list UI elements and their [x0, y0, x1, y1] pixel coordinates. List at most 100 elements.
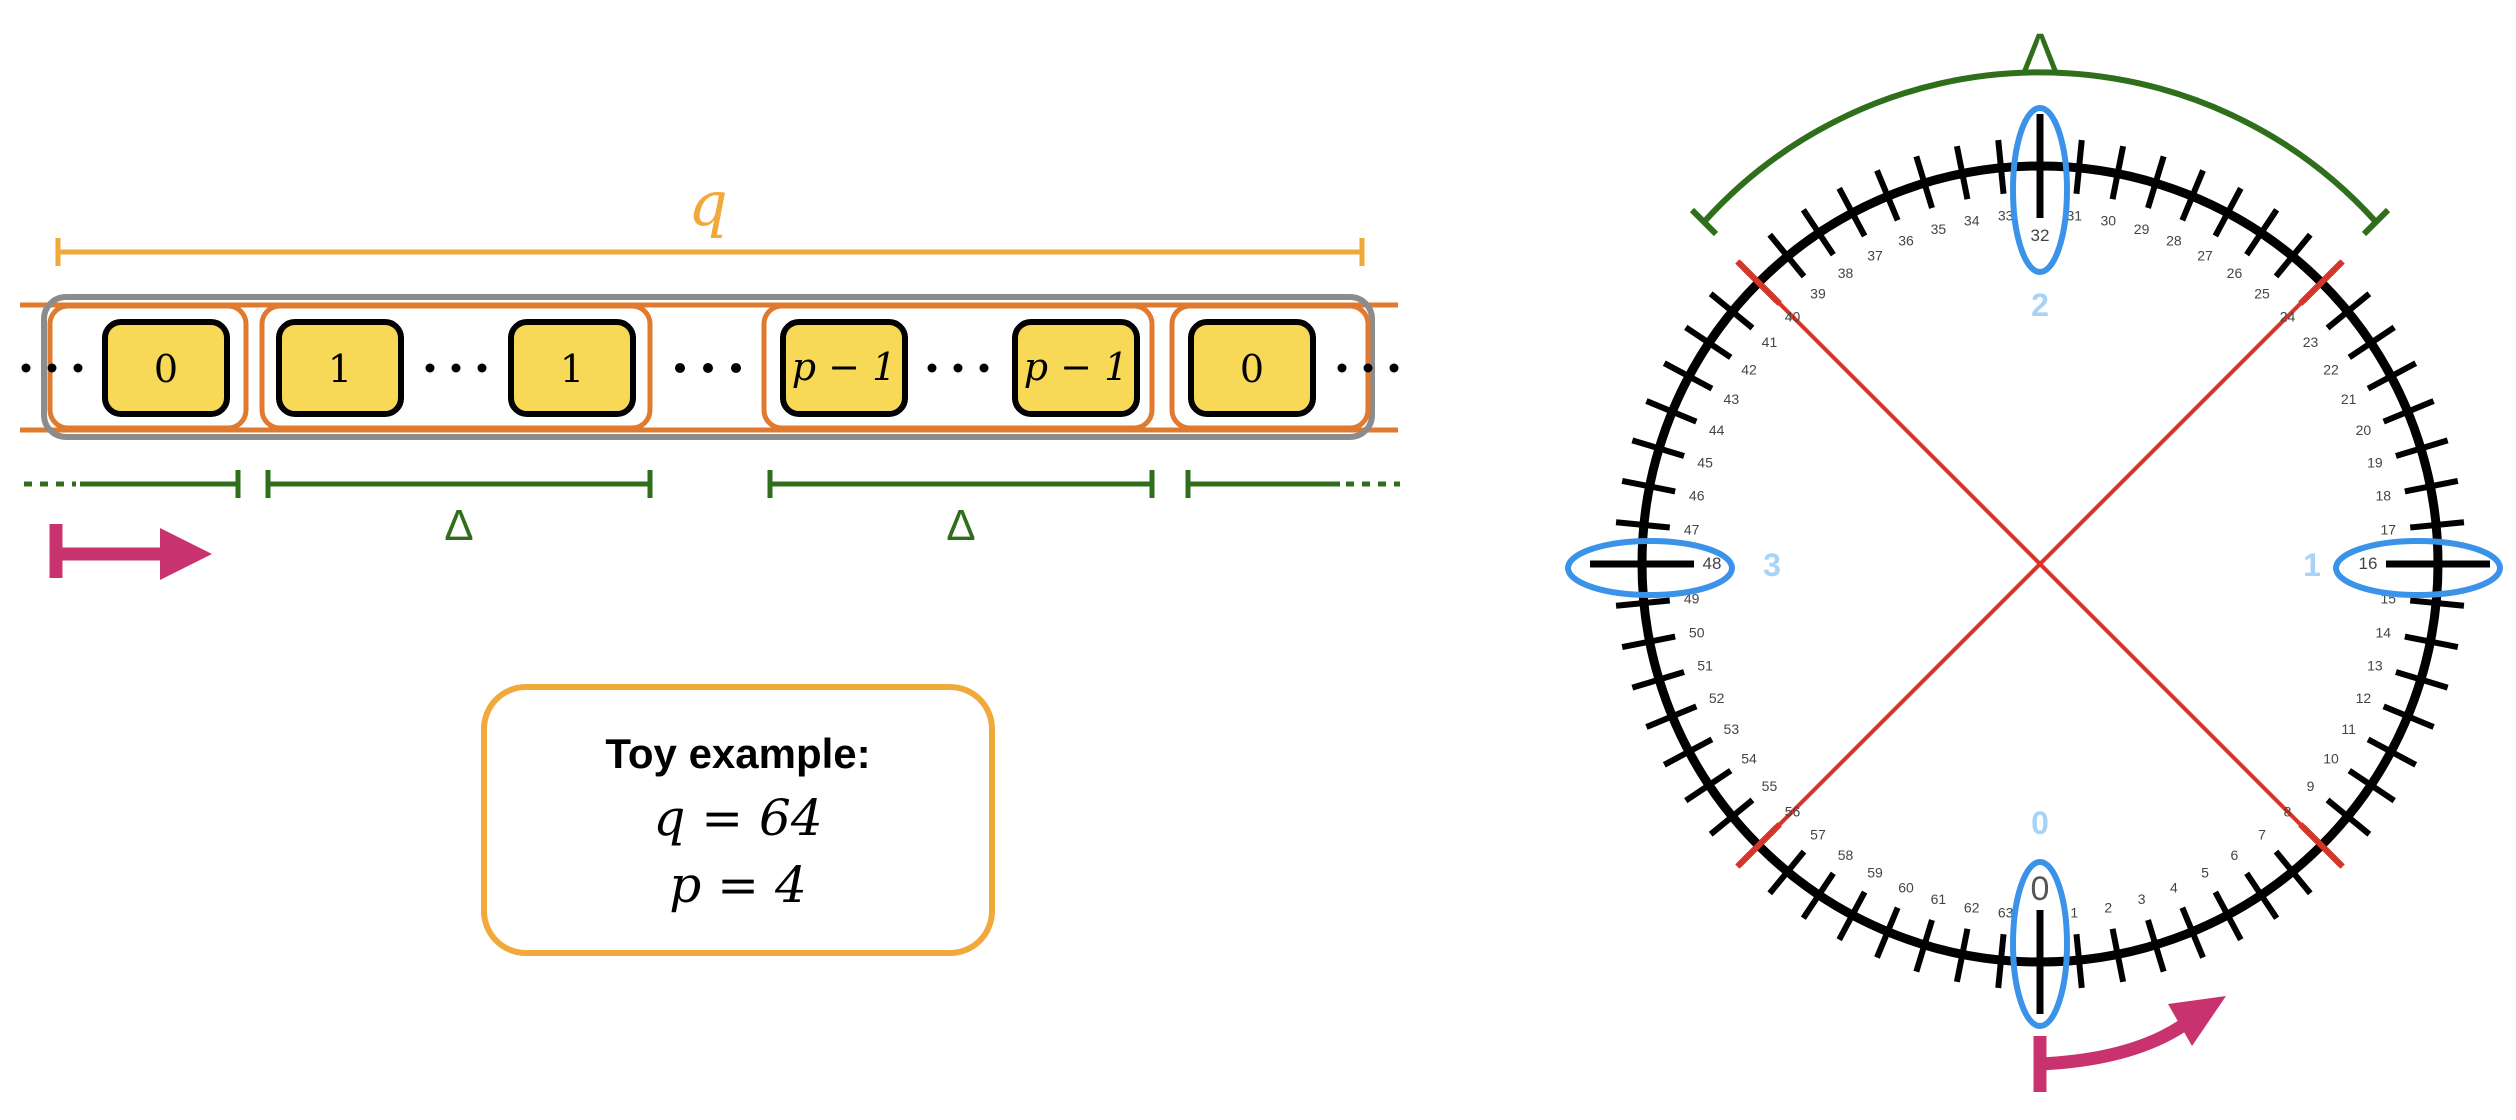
- toy-example-q: q = 64: [653, 789, 822, 847]
- dial-tick: [1953, 928, 1971, 983]
- dial-number: 34: [1964, 213, 1980, 229]
- dial-tick: [2409, 519, 2465, 531]
- dial-tick: [1621, 477, 1676, 495]
- dial-number: 47: [1684, 522, 1700, 538]
- dial-number: 25: [2254, 285, 2270, 301]
- dial-number: 61: [1931, 891, 1947, 907]
- dial-tick: [2109, 145, 2127, 200]
- dial-number: 13: [2367, 658, 2383, 674]
- dial-tick: [1645, 398, 1698, 425]
- dial-number: 58: [1838, 847, 1854, 863]
- dial-number: 21: [2341, 391, 2357, 407]
- dial-tick: [1953, 145, 1971, 200]
- dial-number: 50: [1689, 624, 1705, 640]
- dial-tick: [1615, 597, 1671, 609]
- dial-number: 40: [1785, 309, 1801, 325]
- sector-label: 3: [1763, 547, 1781, 583]
- dial-tick: [1836, 186, 1868, 238]
- dial-number: 36: [1898, 233, 1914, 249]
- highlight-ellipses: [1565, 105, 2503, 1029]
- dial-tick: [2395, 669, 2449, 691]
- dial-tick: [1708, 291, 1755, 331]
- cell: 0: [1188, 319, 1316, 417]
- dial-tick: [2212, 890, 2244, 942]
- dial-number: 12: [2356, 690, 2372, 706]
- dial-tick: [1621, 633, 1676, 651]
- dial-number: 3: [2138, 891, 2146, 907]
- dial-number: 20: [2356, 422, 2372, 438]
- cell: 0: [102, 319, 230, 417]
- dial-tick: [2325, 797, 2372, 837]
- delta-arc-cap-left: [1689, 207, 1719, 237]
- dial-number: 48: [1703, 554, 1722, 573]
- dial-number: 24: [2280, 309, 2296, 325]
- dial-tick: [2382, 398, 2435, 425]
- dial-tick: [1662, 360, 1714, 392]
- dial-number: 18: [2375, 488, 2391, 504]
- dial-number: 41: [1762, 334, 1778, 350]
- dial-number: 1: [2070, 904, 2078, 920]
- dial-number: 6: [2231, 847, 2239, 863]
- dial-number: 52: [1709, 690, 1725, 706]
- dial-number: 63: [1998, 904, 2014, 920]
- cell-label: 0: [1240, 347, 1264, 391]
- dial-number: 30: [2100, 213, 2116, 229]
- dial-tick: [1995, 139, 2007, 195]
- linear-encoding: q 0 1 1 p − 1 p: [20, 167, 1400, 956]
- dial-number: 44: [1709, 422, 1725, 438]
- dial-number: 29: [2134, 221, 2150, 237]
- dial-number: 17: [2381, 522, 2397, 538]
- dial-tick: [1631, 437, 1685, 459]
- dial-tick: [1631, 669, 1685, 691]
- dial-tick: [2073, 933, 2085, 989]
- sector-label: 0: [2031, 805, 2049, 841]
- q-label: q: [688, 167, 728, 240]
- delta-label: Δ: [946, 501, 975, 550]
- delta-intervals: [24, 470, 1400, 498]
- dial-tick: [2244, 208, 2280, 257]
- dial-number: 28: [2166, 233, 2182, 249]
- dial-big-zero: 0: [2031, 870, 2050, 908]
- dial-tick: [2395, 437, 2449, 459]
- delta-arc-cap-right: [2361, 207, 2391, 237]
- ellipsis-dots: [21, 363, 1399, 373]
- dial-tick: [2073, 139, 2085, 195]
- dial-tick: [2325, 291, 2372, 331]
- boundary-tick: [2298, 822, 2345, 869]
- dial-number: 59: [1867, 865, 1883, 881]
- dial-number: 4: [2170, 879, 2178, 895]
- dial-tick: [1874, 906, 1901, 959]
- cell-label: 1: [328, 347, 352, 391]
- dial-number: 31: [2067, 208, 2083, 224]
- dial-tick: [2179, 169, 2206, 222]
- rotation-arrow-icon: [2033, 996, 2226, 1092]
- dial-number: 35: [1931, 221, 1947, 237]
- dial-tick: [2273, 232, 2313, 279]
- dial-tick: [1800, 871, 1836, 920]
- dial-number: 2: [2104, 899, 2112, 915]
- dial-tick: [2244, 871, 2280, 920]
- cell: p − 1: [1012, 319, 1140, 417]
- toy-example-box: Toy example: q = 64 p = 4: [481, 684, 995, 956]
- dial-number: 32: [2031, 226, 2050, 245]
- dial-tick: [1615, 519, 1671, 531]
- sector-boundaries: [1742, 266, 2338, 862]
- cell-label: p − 1: [1024, 345, 1129, 389]
- delta-label-top: Δ: [2021, 22, 2060, 87]
- toy-example-p: p = 4: [669, 856, 807, 914]
- dial-number: 51: [1697, 658, 1713, 674]
- dial-tick: [2145, 919, 2167, 973]
- dial-tick: [1800, 208, 1836, 257]
- dial-number: 26: [2227, 265, 2243, 281]
- cell-label: 1: [560, 347, 584, 391]
- dial-tick: [1913, 919, 1935, 973]
- dial-tick: [1874, 169, 1901, 222]
- dial-number: 38: [1838, 265, 1854, 281]
- delta-label: Δ: [444, 501, 473, 550]
- dial-tick: [1684, 768, 1733, 804]
- dial-tick: [1708, 797, 1755, 837]
- dial-number: 60: [1898, 879, 1914, 895]
- dial-number: 23: [2303, 334, 2319, 350]
- dial-number: 54: [1741, 750, 1757, 766]
- dial-number: 19: [2367, 454, 2383, 470]
